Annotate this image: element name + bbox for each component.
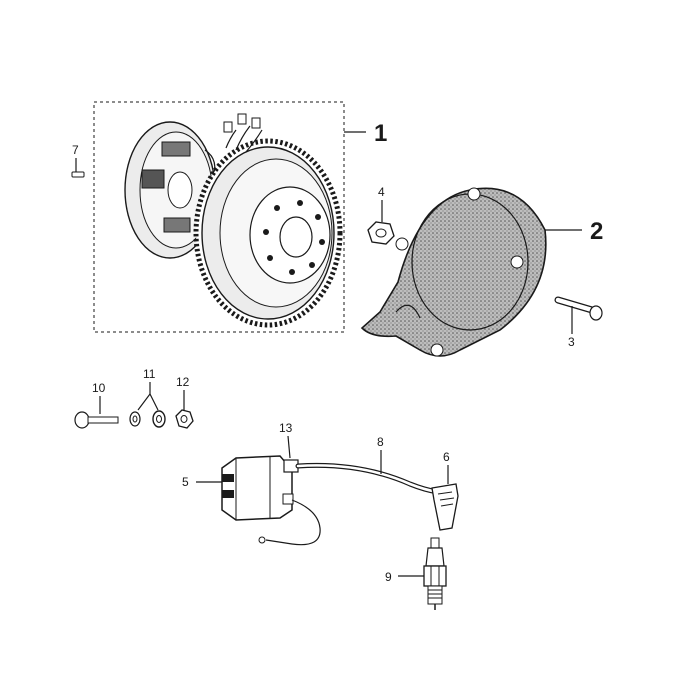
callout-4: 4 — [378, 185, 385, 199]
lock-washer-icon — [152, 410, 166, 428]
callout-3: 3 — [568, 335, 575, 349]
coil-nut-icon — [175, 409, 194, 429]
flywheel-icon — [193, 138, 343, 328]
cable-connector-group: 13 — [279, 421, 299, 473]
callout-11: 11 — [143, 367, 156, 381]
pin-icon — [71, 171, 85, 178]
cover-bolt-group: 3 — [554, 296, 603, 349]
spark-plug-cap-group: 6 — [431, 450, 459, 531]
spark-plug-group: 9 — [385, 537, 447, 610]
ignition-coil-group: 5 — [182, 455, 321, 546]
callout-9: 9 — [385, 570, 392, 584]
spark-plug-cap-icon — [431, 483, 459, 531]
washer-icon — [129, 411, 141, 427]
nut-icon — [367, 221, 395, 245]
coil-bolt-icon — [74, 411, 119, 429]
nut-group: 4 — [367, 185, 395, 245]
flywheel-assembly-group: 1 — [93, 101, 387, 333]
callout-12: 12 — [176, 375, 190, 389]
wiring-connectors-icon — [223, 113, 263, 153]
cover-bolt-icon — [554, 296, 603, 321]
callout-8: 8 — [377, 435, 384, 449]
magneto-cover-icon — [360, 187, 547, 357]
pin-group: 7 — [71, 143, 85, 178]
callout-7: 7 — [72, 143, 79, 157]
callout-5: 5 — [182, 475, 189, 489]
magneto-cover-group: 2 — [360, 187, 603, 357]
callout-10: 10 — [92, 381, 106, 395]
callout-2: 2 — [590, 218, 603, 245]
callout-1: 1 — [374, 120, 387, 147]
spark-plug-icon — [423, 537, 447, 610]
callout-13: 13 — [279, 421, 293, 435]
hv-cable-icon — [295, 462, 441, 495]
coil-fasteners-group: 10 11 12 — [74, 367, 194, 429]
ignition-coil-icon — [221, 455, 321, 546]
hv-cable-group: 8 — [295, 435, 441, 495]
callout-6: 6 — [443, 450, 450, 464]
